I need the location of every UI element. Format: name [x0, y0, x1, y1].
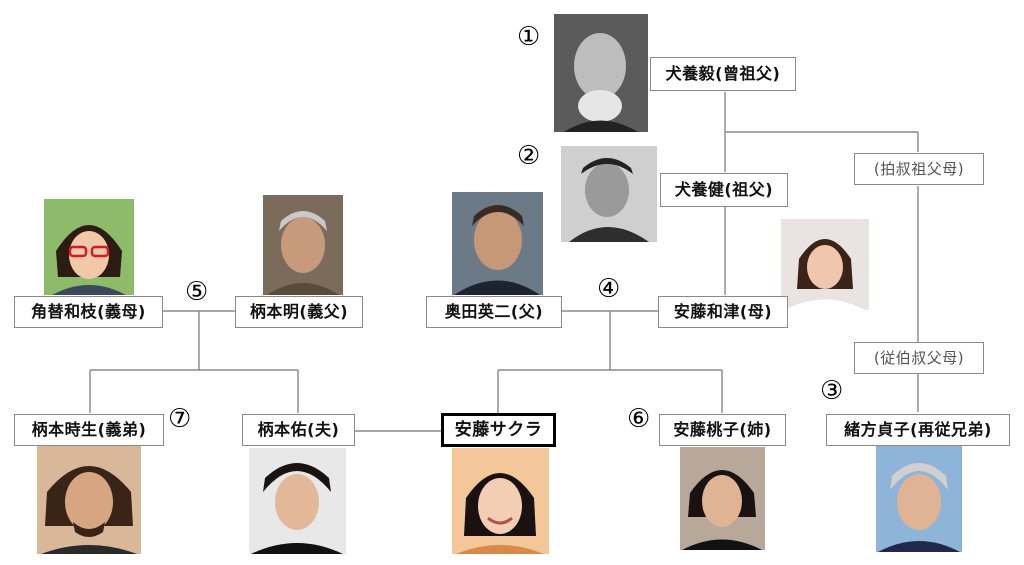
great-aunt-uncle-box: (拍叔祖父母) [854, 153, 984, 185]
ando-kazutsu-photo [781, 219, 869, 310]
inukai-takeru-box: 犬養健(祖父) [660, 173, 788, 207]
second-aunt-uncle-box: (従伯叔父母) [854, 342, 984, 374]
marker-6: ⑥ [627, 404, 651, 434]
okuda-eiji-label: 奥田英二(父) [444, 302, 544, 321]
ando-momoko-box: 安藤桃子(姉) [659, 414, 786, 446]
ando-momoko-photo [680, 447, 765, 550]
emoto-tasuku-photo [249, 448, 346, 554]
ando-sakura-box: 安藤サクラ [441, 413, 556, 447]
ogata-sadako-box: 緒方貞子(再従兄弟) [826, 414, 1010, 446]
emoto-tasuku-box: 柄本佑(夫) [242, 414, 355, 446]
marker-2: ② [517, 141, 541, 171]
emoto-tokio-box: 柄本時生(義弟) [14, 414, 164, 446]
inukai-takeru-photo [561, 146, 657, 242]
marker-7: ⑦ [168, 404, 192, 434]
inukai-takeru-label: 犬養健(祖父) [674, 180, 774, 199]
okuda-eiji-photo [452, 192, 543, 295]
marker-1: ① [517, 22, 541, 52]
emoto-akira-photo [263, 195, 343, 295]
tsunogae-kazue-box: 角替和枝(義母) [14, 296, 163, 328]
emoto-tokio-photo [37, 446, 141, 554]
ando-kazutsu-label: 安藤和津(母) [673, 302, 773, 321]
inukai-tsuyoshi-label: 犬養毅(曾祖父) [665, 64, 781, 83]
tsunogae-kazue-photo [44, 199, 134, 295]
okuda-eiji-box: 奥田英二(父) [426, 296, 562, 328]
emoto-akira-label: 柄本明(義父) [249, 302, 349, 321]
ando-momoko-label: 安藤桃子(姉) [673, 420, 772, 439]
ando-kazutsu-box: 安藤和津(母) [658, 296, 788, 328]
marker-5: ⑤ [185, 277, 209, 307]
emoto-tokio-label: 柄本時生(義弟) [31, 420, 147, 439]
tsunogae-kazue-label: 角替和枝(義母) [31, 302, 146, 321]
emoto-akira-box: 柄本明(義父) [235, 296, 363, 328]
ogata-sadako-photo [876, 446, 962, 552]
ogata-sadako-label: 緒方貞子(再従兄弟) [844, 420, 992, 439]
marker-4: ④ [597, 274, 621, 304]
ando-sakura-label: 安藤サクラ [454, 419, 543, 440]
emoto-tasuku-label: 柄本佑(夫) [257, 420, 340, 439]
inukai-tsuyoshi-photo [554, 14, 648, 132]
second-aunt-uncle-label: (従伯叔父母) [873, 348, 965, 367]
marker-3: ③ [820, 376, 844, 406]
ando-sakura-photo [452, 448, 549, 554]
great-aunt-uncle-label: (拍叔祖父母) [873, 159, 965, 178]
inukai-tsuyoshi-box: 犬養毅(曾祖父) [650, 57, 796, 91]
